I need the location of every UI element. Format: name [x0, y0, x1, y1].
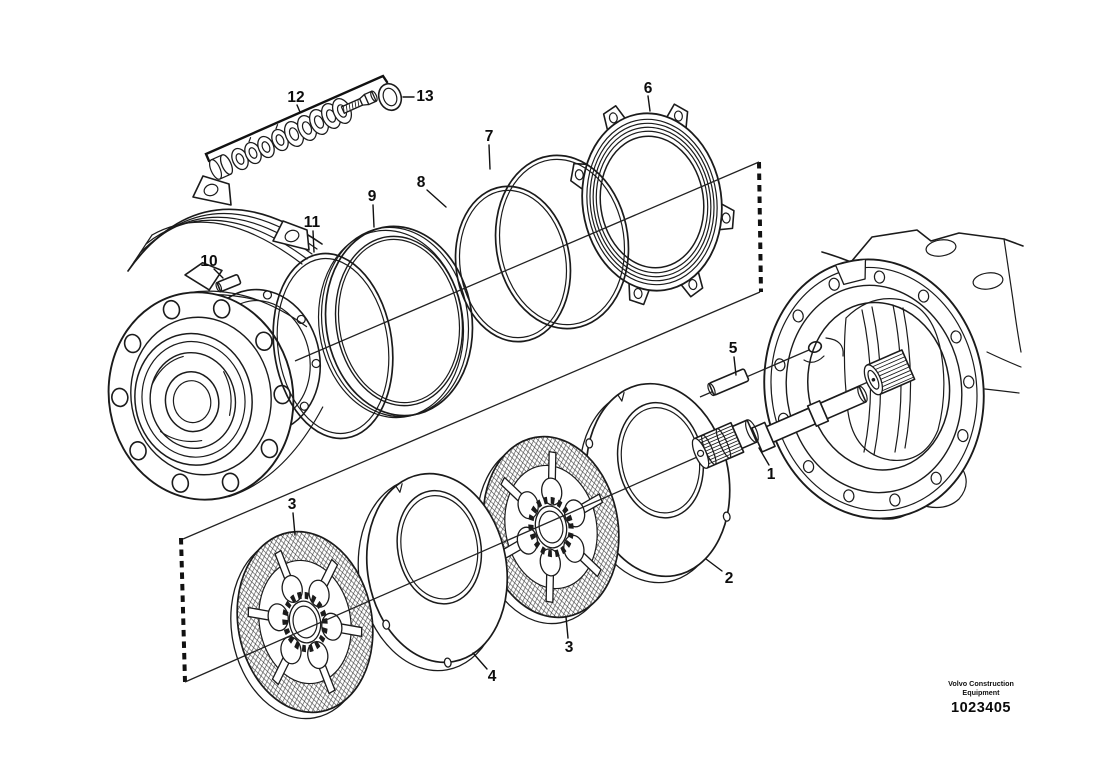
section-dashed-line-left [179, 537, 187, 683]
leader-lines [213, 95, 770, 670]
ring-gear-arc-segment [127, 175, 323, 272]
disc-slots [482, 441, 620, 612]
flange-bolt-holes [758, 259, 991, 522]
part-labels: 12 13 7 8 9 11 10 6 5 1 3 4 3 2 [200, 80, 775, 685]
large-washers [283, 97, 353, 148]
part-label-5: 5 [729, 340, 738, 357]
flange-top-notch [836, 260, 869, 285]
part-label-12: 12 [287, 89, 304, 106]
friction-surface [483, 436, 619, 618]
pin-part-10 [215, 274, 242, 293]
arc-tab-2 [272, 220, 310, 251]
wheel-hub [88, 251, 324, 514]
brand-text-line1: Volvo Construction [948, 679, 1014, 688]
figure-number: 1023405 [951, 700, 1011, 716]
part-label-11: 11 [304, 214, 321, 231]
part-label-13: 13 [416, 88, 434, 105]
ring-part-7 [494, 154, 630, 330]
cover-part-6 [560, 90, 747, 314]
part-label-2: 2 [725, 570, 734, 587]
part-label-3a: 3 [288, 496, 297, 513]
part-label-6: 6 [644, 80, 653, 97]
part-label-9: 9 [368, 188, 377, 205]
centerline-rings [294, 161, 760, 362]
o-ring-part-11 [272, 252, 394, 440]
washer-stack-part-12 [204, 74, 403, 180]
bolt [340, 90, 378, 114]
retaining-ring-part-13 [377, 82, 403, 112]
footer: Volvo Construction Equipment 1023405 [948, 679, 1014, 716]
bracket-line [204, 74, 389, 163]
part-label-7: 7 [485, 128, 494, 145]
ring-part-8 [454, 185, 572, 343]
small-washers [231, 124, 289, 171]
pin-part-5 [707, 368, 750, 397]
pin-hole [807, 341, 823, 353]
sun-gear-splines [863, 349, 916, 396]
brand-text-line2: Equipment [962, 688, 1000, 697]
section-dashed-line-right [757, 161, 763, 293]
part-label-3b: 3 [565, 639, 574, 656]
axle-shaft [751, 385, 868, 453]
friction-surface [237, 531, 373, 713]
bushing [208, 154, 234, 180]
arc-tab-1 [192, 175, 232, 206]
splined-coupling-part-1 [691, 419, 759, 469]
hub-bolt-holes [97, 283, 305, 509]
part-label-10: 10 [200, 253, 217, 270]
part-label-8: 8 [417, 174, 426, 191]
friction-disc-part-3-rear [462, 426, 634, 635]
part-label-4: 4 [488, 668, 497, 685]
part-label-1: 1 [767, 466, 776, 483]
friction-disc-part-3-front [216, 521, 388, 730]
hub-top-boss [183, 260, 224, 294]
section-boundary-line [182, 291, 761, 540]
piston-ring-part-9 [317, 225, 474, 419]
